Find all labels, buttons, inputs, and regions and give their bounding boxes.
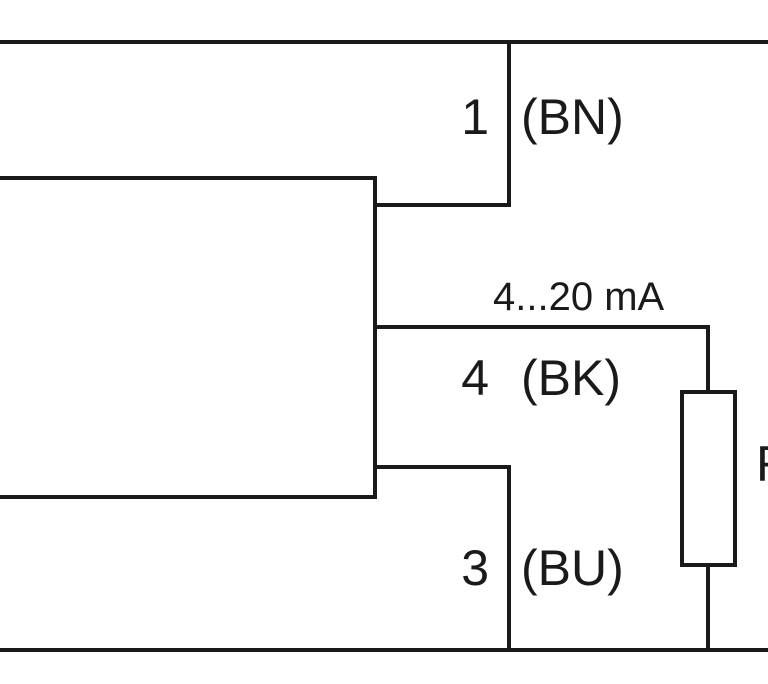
load-resistor xyxy=(680,390,737,567)
pin-3-color-code: (BU) xyxy=(521,540,624,596)
wire-pin-1 xyxy=(373,40,511,207)
output-signal-label: 4...20 mA xyxy=(493,275,665,319)
pin-4-number: 4 xyxy=(461,350,489,406)
wire-pin-4 xyxy=(373,325,710,394)
load-label: R xyxy=(756,436,768,492)
pin-1-number: 1 xyxy=(461,89,489,145)
sensor-body xyxy=(0,176,377,499)
wire-pin-3 xyxy=(373,465,511,652)
pin-1-color-code: (BN) xyxy=(521,89,624,145)
pin-3-number: 3 xyxy=(461,540,489,596)
pin-4-color-code: (BK) xyxy=(521,350,621,406)
